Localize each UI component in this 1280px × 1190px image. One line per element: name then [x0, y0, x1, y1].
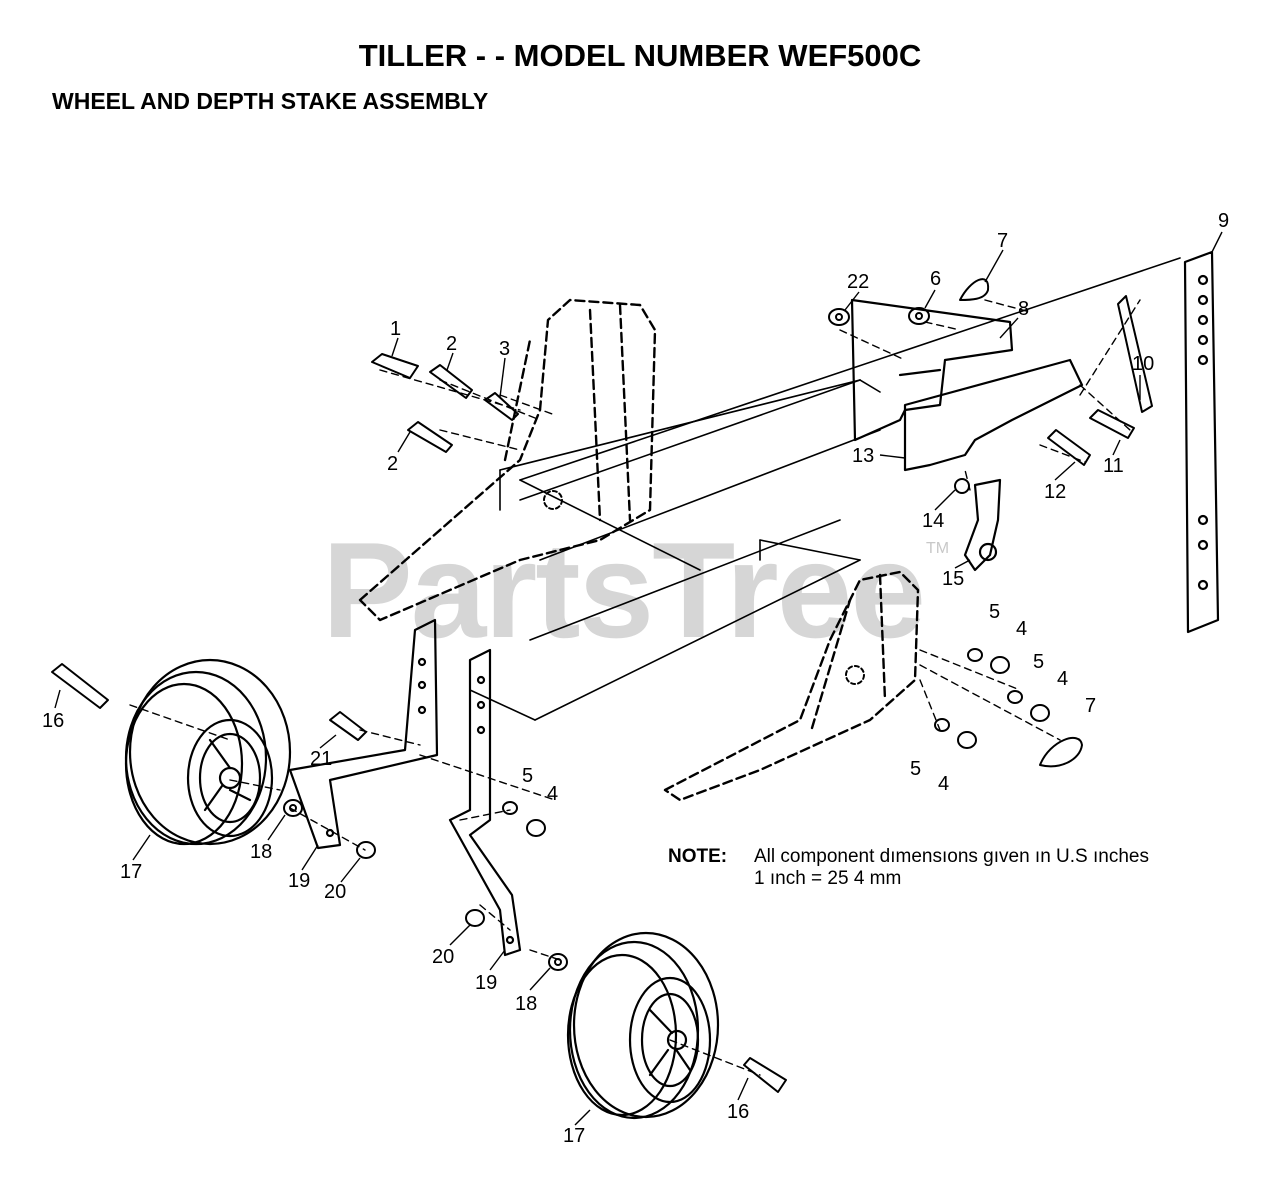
- callout-19: 19: [288, 870, 310, 892]
- callout-10: 10: [1132, 353, 1154, 375]
- callout-22: 22: [847, 271, 869, 293]
- nut-4c: [957, 731, 977, 749]
- callout-1: 1: [390, 318, 401, 340]
- callout-20: 20: [324, 881, 346, 903]
- bolt-3: [484, 392, 519, 421]
- nut-4d: [526, 819, 546, 837]
- callout-14: 14: [922, 510, 944, 532]
- bolt-16b: [743, 1057, 787, 1093]
- note-line-2: 1 ınch = 25 4 mm: [754, 868, 902, 889]
- pin-7-upper: [959, 278, 990, 301]
- leader-lines: [129, 299, 1141, 1076]
- callout-21: 21: [310, 748, 332, 770]
- page-subtitle: WHEEL AND DEPTH STAKE ASSEMBLY: [52, 88, 489, 114]
- bolt-2b: [407, 421, 453, 453]
- callout-13: 13: [852, 445, 874, 467]
- callout-4: 4: [1057, 668, 1068, 690]
- bolt-1: [371, 353, 419, 379]
- depth-stake: [1183, 250, 1220, 634]
- washer-5b: [1007, 690, 1023, 704]
- callout-leaders: [54, 231, 1223, 1126]
- nut-22: [828, 308, 850, 326]
- dimension-note: NOTE: All component dımensıons gıven ın U…: [668, 846, 1149, 890]
- callout-11: 11: [1103, 455, 1124, 477]
- callout-5: 5: [989, 601, 1000, 623]
- nut-4a: [990, 656, 1010, 674]
- callout-18: 18: [515, 993, 537, 1015]
- callout-5: 5: [522, 765, 533, 787]
- callout-4: 4: [1016, 618, 1027, 640]
- callout-7: 7: [1085, 695, 1096, 717]
- callout-20: 20: [432, 946, 454, 968]
- bolt-12: [1047, 429, 1091, 466]
- right-frame-bracket: [663, 570, 920, 802]
- callout-17: 17: [563, 1125, 585, 1147]
- callout-19: 19: [475, 972, 497, 994]
- spring-clip: [963, 478, 1002, 572]
- callout-18: 18: [250, 841, 272, 863]
- washer-5d: [502, 801, 518, 815]
- callout-16: 16: [42, 710, 64, 732]
- callout-7: 7: [997, 230, 1008, 252]
- callout-5: 5: [1033, 651, 1044, 673]
- bolt-2a: [429, 364, 473, 399]
- watermark-trademark: TM: [926, 540, 950, 557]
- washer-5a: [967, 648, 983, 662]
- callout-3: 3: [499, 338, 510, 360]
- washer-18a: [283, 799, 303, 817]
- callout-17: 17: [120, 861, 142, 883]
- callout-8: 8: [1018, 298, 1029, 320]
- callout-2: 2: [387, 453, 398, 475]
- callout-2: 2: [446, 333, 457, 355]
- wheel-bracket-left: [288, 618, 439, 850]
- callout-4: 4: [547, 783, 558, 805]
- note-label: NOTE:: [668, 846, 728, 867]
- note-text-1: All component dımensıons gıven ın U.S ın…: [754, 846, 1149, 867]
- callout-16: 16: [727, 1101, 749, 1123]
- nut-20b: [465, 909, 485, 927]
- page-title: TILLER - - MODEL NUMBER WEF500C: [358, 38, 922, 73]
- bracket-hole: [845, 665, 865, 685]
- wheel-left: [124, 658, 292, 846]
- nut-14: [954, 478, 970, 494]
- left-frame-bracket: [358, 298, 657, 622]
- nut-4b: [1030, 704, 1050, 722]
- wheel-right: [566, 931, 720, 1120]
- callout-15: 15: [942, 568, 964, 590]
- bracket-hole: [543, 490, 563, 510]
- bolt-16a: [51, 663, 109, 709]
- wheel-bracket-right: [448, 648, 522, 957]
- nut-20a: [356, 841, 376, 859]
- pin-7-lower: [1039, 736, 1083, 768]
- callout-9: 9: [1218, 210, 1229, 232]
- note-line-1: NOTE: All component dımensıons gıven ın U…: [668, 846, 1149, 868]
- washer-5c: [934, 718, 950, 732]
- callout-6: 6: [930, 268, 941, 290]
- bolt-21: [329, 711, 367, 741]
- callout-12: 12: [1044, 481, 1066, 503]
- nut-6: [908, 307, 930, 325]
- callout-4: 4: [938, 773, 949, 795]
- washer-18b: [548, 953, 568, 971]
- stake-bracket-upper: [850, 298, 1014, 442]
- bolt-11: [1089, 409, 1135, 439]
- bolt-10: [1117, 295, 1153, 413]
- stake-bracket-lower: [903, 358, 1084, 472]
- callout-labels: 1 2 3 2 7 22 6 8 9 10 11 12 13 14 15 5 4…: [42, 210, 1229, 1147]
- callout-5: 5: [910, 758, 921, 780]
